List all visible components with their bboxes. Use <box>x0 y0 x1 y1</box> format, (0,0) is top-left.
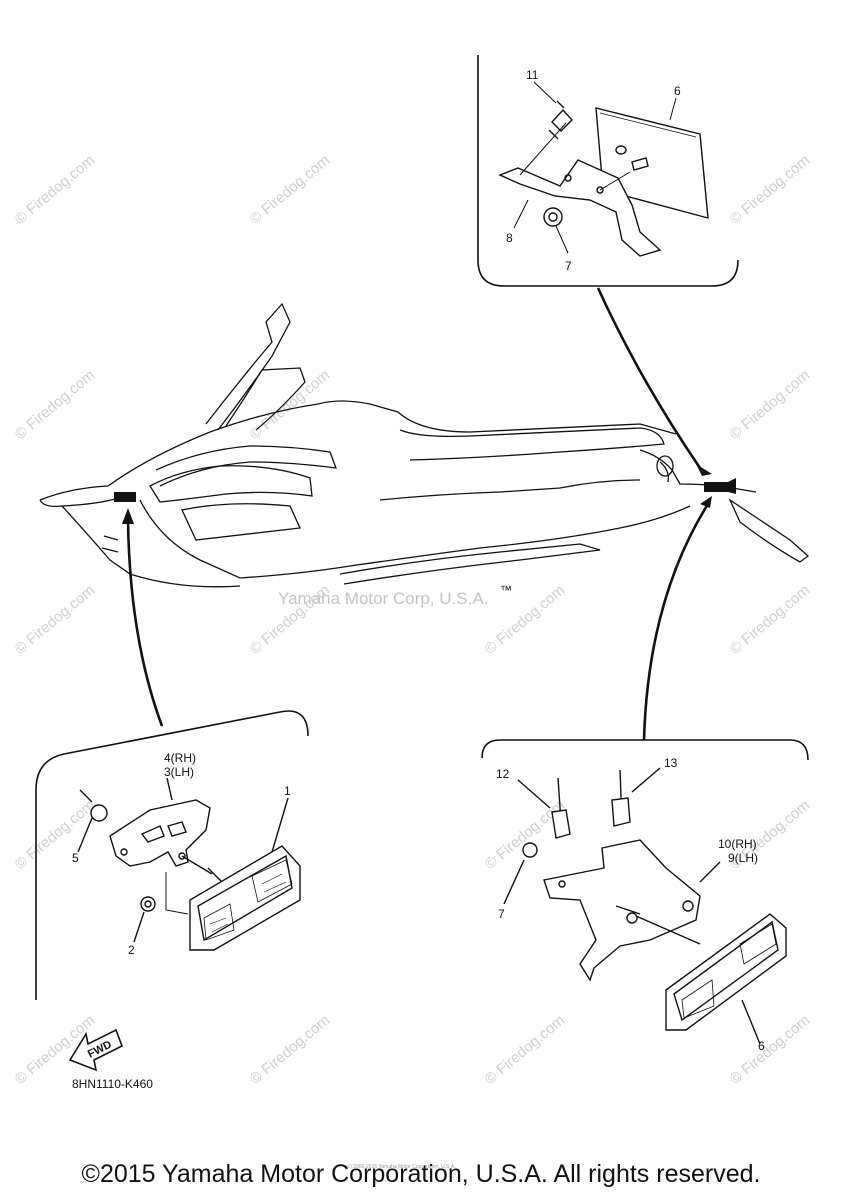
watermark-site-text: © Firedog.com <box>727 582 813 658</box>
callout-7-top: 7 <box>565 259 572 273</box>
arrowhead-front <box>122 508 134 524</box>
watermark-site-text: © Firedog.com <box>482 1012 568 1088</box>
copyright-footer: ©2015 Yamaha Motor Corporation, U.S.A. A… <box>81 1160 761 1188</box>
watermark-site-text: © Firedog.com <box>247 1012 333 1088</box>
reflector <box>665 913 787 1031</box>
rear-reflector-inset-alt <box>481 739 809 1045</box>
rear-reflector-inset <box>477 55 739 287</box>
trademark-mark: ™ <box>500 583 512 597</box>
watermark-site-text: © Firedog.com <box>12 367 98 443</box>
watermark-site-text: © Firedog.com <box>727 1012 813 1088</box>
watermark-site-text: © Firedog.com <box>12 582 98 658</box>
front-reflector-marker <box>114 492 136 502</box>
bracket <box>109 799 211 867</box>
callout-7-bottom: 7 <box>498 907 505 921</box>
front-reflector-inset <box>35 710 309 1000</box>
callout-13: 13 <box>664 756 678 770</box>
watermark-site-text: © Firedog.com <box>12 152 98 228</box>
callout-8: 8 <box>506 231 513 245</box>
callout-2: 2 <box>128 943 135 957</box>
watermark-site-text: © Firedog.com <box>727 152 813 228</box>
callout-4: 4(RH) <box>164 751 196 765</box>
watermark-corp-text: Yamaha Motor Corp, U.S.A. <box>278 589 488 608</box>
callout-10: 10(RH) <box>718 837 757 851</box>
inset-frame <box>35 710 309 1000</box>
arrowhead-rear-top <box>696 464 712 476</box>
leader-arrows <box>126 287 710 741</box>
callout-1: 1 <box>284 784 291 798</box>
watermark-site-text: © Firedog.com <box>727 367 813 443</box>
diagram-code: 8HN1110-K460 <box>72 1077 153 1091</box>
nut <box>140 896 156 912</box>
callout-12: 12 <box>496 767 510 781</box>
rear-reflector-marker <box>704 482 728 492</box>
callout-6-top: 6 <box>674 84 681 98</box>
callout-3: 3(LH) <box>164 765 194 779</box>
fine-print: (c) 2000-2015 Yamaha Motor Corporation, … <box>346 1164 456 1170</box>
nut <box>543 207 563 227</box>
snowmobile-body <box>39 302 810 588</box>
callout-6-bottom: 6 <box>758 1039 765 1053</box>
callout-5: 5 <box>72 851 79 865</box>
reflector <box>189 845 301 951</box>
arrowhead-rear-bottom <box>700 496 712 508</box>
inset-frame <box>481 739 809 761</box>
callout-11: 11 <box>526 68 539 82</box>
watermark-site-text: © Firedog.com <box>247 367 333 443</box>
inset-frame <box>477 55 739 287</box>
bracket <box>498 159 662 257</box>
rivet <box>548 100 573 140</box>
arrow-to-front-inset <box>126 521 164 727</box>
callout-9: 9(LH) <box>728 851 758 865</box>
arrow-to-top-inset <box>596 287 702 469</box>
arrow-to-bottom-right-inset <box>642 503 710 741</box>
rivet <box>79 789 93 803</box>
nut <box>522 842 538 858</box>
watermark-site-text: © Firedog.com <box>247 152 333 228</box>
bracket <box>543 839 701 982</box>
rear-marker-tip <box>728 478 736 494</box>
watermark-site-text: © Firedog.com <box>482 582 568 658</box>
